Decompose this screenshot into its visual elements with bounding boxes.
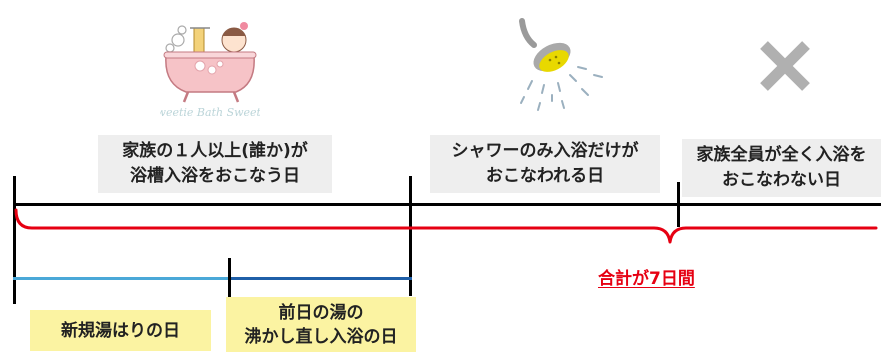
bath-logo-script: Sweetie Bath Sweetie [160,106,260,119]
no-bath-day-label-line1: 家族全員が全く入浴を [696,145,867,165]
bath-day-label-line2: 浴槽入浴をおこなう日 [130,166,300,186]
total-days-label: 合計が7日間 [598,269,695,289]
x-mark-icon [755,36,815,96]
total-brace [14,208,878,244]
new-bath-day-label-text: 新規湯はりの日 [61,320,180,341]
new-bath-day-label: 新規湯はりの日 [30,310,211,351]
shower-day-label-line1: シャワーのみ入浴だけが [451,141,639,161]
bath-day-label: 家族の１人以上(誰か)が 浴槽入浴をおこなう日 [98,135,332,193]
timeline-divider-start [13,176,16,304]
bathtub-illustration-icon: Sweetie Bath Sweetie [149,8,271,133]
reheat-day-label-line2: 沸かし直し入浴の日 [244,326,398,347]
sub-divider [228,258,231,298]
no-bath-day-label: 家族全員が全く入浴を おこなわない日 [682,139,881,197]
shower-head-icon [512,15,607,115]
bath-day-label-line1: 家族の１人以上(誰か)が [122,141,308,161]
timeline-divider-shower-none [677,182,680,227]
reheat-day-label: 前日の湯の 沸かし直し入浴の日 [226,297,416,352]
shower-day-label: シャワーのみ入浴だけが おこなわれる日 [430,135,660,193]
timeline-divider-bath-shower [409,176,412,296]
reheat-range-line [229,277,412,280]
reheat-day-label-line1: 前日の湯の [278,302,364,323]
timeline-axis [13,203,881,206]
new-bath-range-line [13,277,229,280]
no-bath-day-label-line2: おこなわない日 [722,170,841,190]
shower-day-label-line2: おこなわれる日 [485,166,605,186]
